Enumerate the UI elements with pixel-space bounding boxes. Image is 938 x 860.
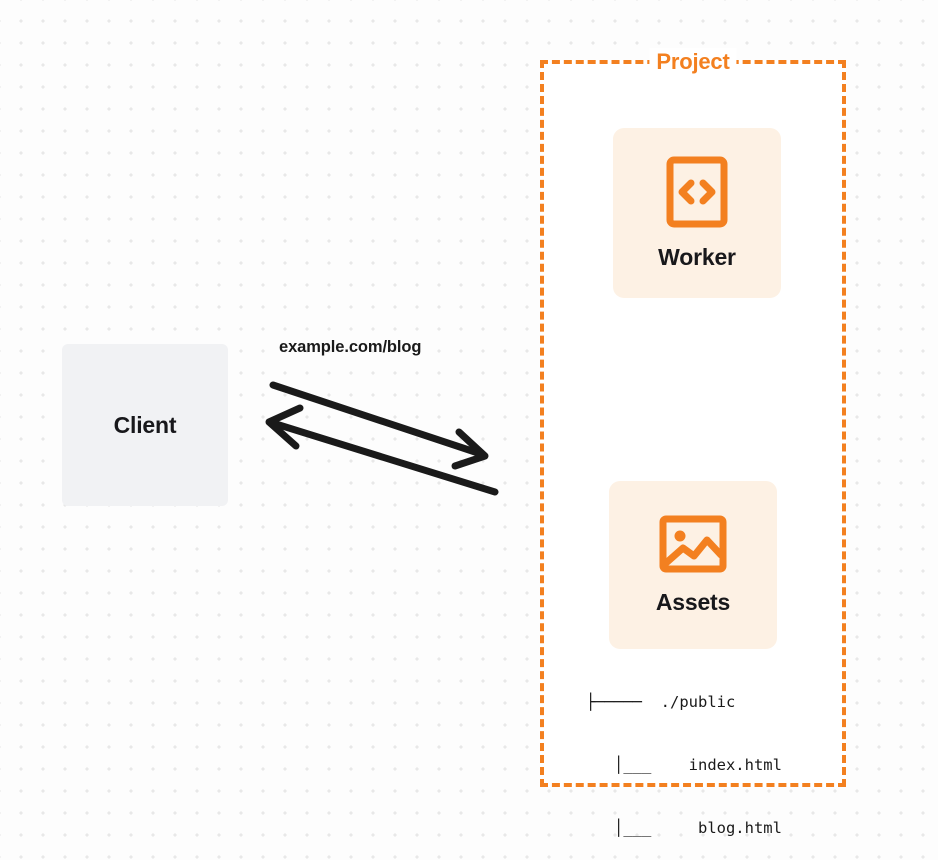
image-icon bbox=[659, 515, 727, 573]
node-client-label: Client bbox=[113, 411, 177, 438]
tree-row: ├───── ./public bbox=[586, 693, 736, 711]
node-assets[interactable]: Assets bbox=[609, 481, 777, 649]
tree-row: │___ index.html bbox=[586, 756, 782, 774]
arrow-request bbox=[269, 381, 489, 470]
node-assets-label: Assets bbox=[655, 588, 731, 615]
node-client[interactable]: Client bbox=[62, 344, 228, 506]
tree-row: │___ blog.html bbox=[586, 819, 782, 837]
arrow-response bbox=[265, 404, 499, 496]
edge-label-request-url: example.com/blog bbox=[279, 338, 422, 356]
group-project-title: Project bbox=[649, 48, 737, 76]
node-worker-label: Worker bbox=[658, 243, 736, 270]
node-worker[interactable]: Worker bbox=[613, 128, 781, 298]
asset-file-tree: ├───── ./public │___ index.html │___ blo… bbox=[586, 650, 782, 860]
code-brackets-icon bbox=[666, 156, 728, 228]
